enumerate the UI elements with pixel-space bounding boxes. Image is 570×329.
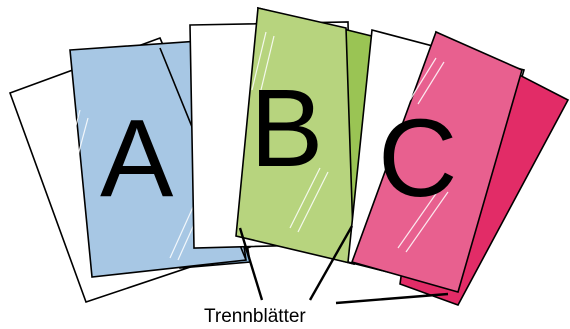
divider-caption: Trennblätter	[204, 306, 306, 327]
sheet-letter-b: B	[250, 67, 323, 190]
sheet-group-c: C	[348, 30, 568, 305]
leader-line-c	[336, 294, 448, 303]
sheet-letter-a: A	[100, 97, 174, 220]
sheet-letter-c: C	[378, 97, 457, 220]
